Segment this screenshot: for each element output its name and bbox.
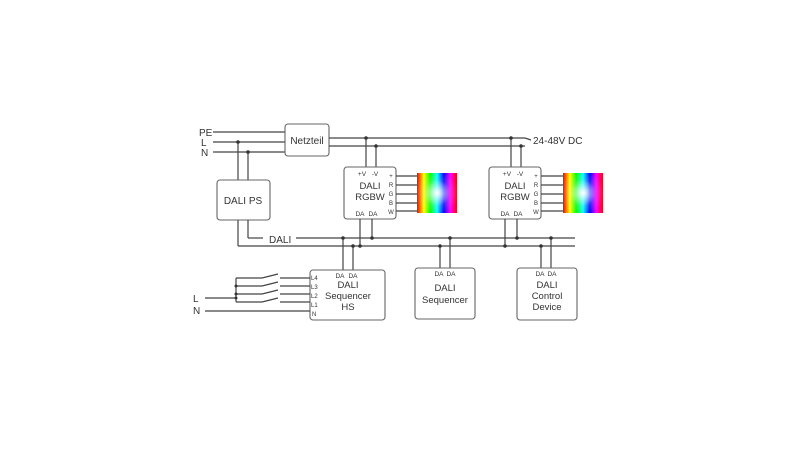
ps-feed-wires	[236, 140, 250, 180]
sequencer-hs-label-3: HS	[341, 302, 354, 313]
svg-text:W: W	[388, 210, 394, 216]
svg-text:DA: DA	[500, 211, 510, 218]
rgb-led-1	[417, 173, 457, 213]
svg-text:L3: L3	[311, 285, 318, 291]
dali-ps-box	[216, 179, 271, 221]
svg-text:L1: L1	[311, 303, 318, 309]
control-device-label-1: DALI	[536, 280, 557, 291]
sequencer-hs-label-2: Sequencer	[325, 291, 371, 302]
rgbw-1-label-1: DALI	[359, 181, 380, 192]
svg-text:G: G	[389, 192, 394, 198]
l-label: L	[201, 138, 207, 149]
svg-text:-V: -V	[517, 171, 524, 178]
svg-text:DA: DA	[368, 211, 378, 218]
dali-bus-label: DALI	[269, 235, 291, 246]
sequencer: DA DA DALI Sequencer	[414, 236, 476, 320]
svg-text:L4: L4	[311, 276, 318, 282]
svg-text:DA: DA	[335, 273, 345, 280]
svg-text:N: N	[312, 312, 316, 318]
svg-text:G: G	[534, 192, 539, 198]
svg-text:W: W	[533, 210, 539, 216]
dc-bus: 24-48V DC	[329, 136, 582, 167]
sequencer-hs: DA DA DALI Sequencer HS L4 L3 L2 L1 N	[309, 236, 386, 321]
rgbw-2-label-2: RGBW	[500, 192, 530, 203]
svg-text:DA: DA	[513, 211, 523, 218]
svg-text:R: R	[389, 183, 394, 189]
control-device-label-3: Device	[532, 302, 561, 313]
rgbw-2-label-1: DALI	[504, 181, 525, 192]
svg-text:DA: DA	[348, 273, 358, 280]
mains-input: PE L N	[199, 128, 285, 159]
svg-text:DA: DA	[446, 271, 456, 278]
svg-text:DA: DA	[355, 211, 365, 218]
switch-l-label: L	[193, 294, 199, 305]
n-label: N	[201, 148, 208, 159]
svg-text:L2: L2	[311, 294, 318, 300]
pe-label: PE	[199, 128, 213, 139]
svg-text:R: R	[534, 183, 539, 189]
rgbw-module-1: +V -V DALI RGBW DA DA + R G B W	[343, 166, 417, 248]
svg-text:DA: DA	[535, 271, 545, 278]
svg-text:+V: +V	[503, 171, 512, 178]
svg-text:-V: -V	[372, 171, 379, 178]
svg-text:DA: DA	[547, 271, 557, 278]
svg-text:+: +	[534, 174, 538, 180]
sequencer-hs-label-1: DALI	[337, 280, 358, 291]
rgbw-1-label-2: RGBW	[355, 192, 385, 203]
svg-text:B: B	[389, 201, 393, 207]
svg-text:+V: +V	[358, 171, 367, 178]
switch-n-label: N	[193, 306, 200, 317]
psu-label: Netzteil	[290, 136, 323, 147]
psu-box	[284, 123, 330, 157]
dali-bus: DALI	[237, 220, 575, 247]
control-device: DA DA DALI Control Device	[516, 236, 578, 321]
switch-group: L N	[193, 273, 310, 317]
sequencer-label-1: DALI	[434, 283, 455, 294]
dc-bus-label: 24-48V DC	[533, 136, 582, 147]
dali-ps-label: DALI PS	[224, 196, 263, 207]
svg-text:B: B	[534, 201, 538, 207]
svg-text:DA: DA	[434, 271, 444, 278]
rgb-led-2	[563, 173, 603, 213]
svg-text:+: +	[389, 174, 393, 180]
sequencer-label-2: Sequencer	[422, 295, 468, 306]
control-device-label-2: Control	[532, 291, 563, 302]
rgbw-module-2: +V -V DALI RGBW DA DA + R G B W	[488, 166, 563, 248]
